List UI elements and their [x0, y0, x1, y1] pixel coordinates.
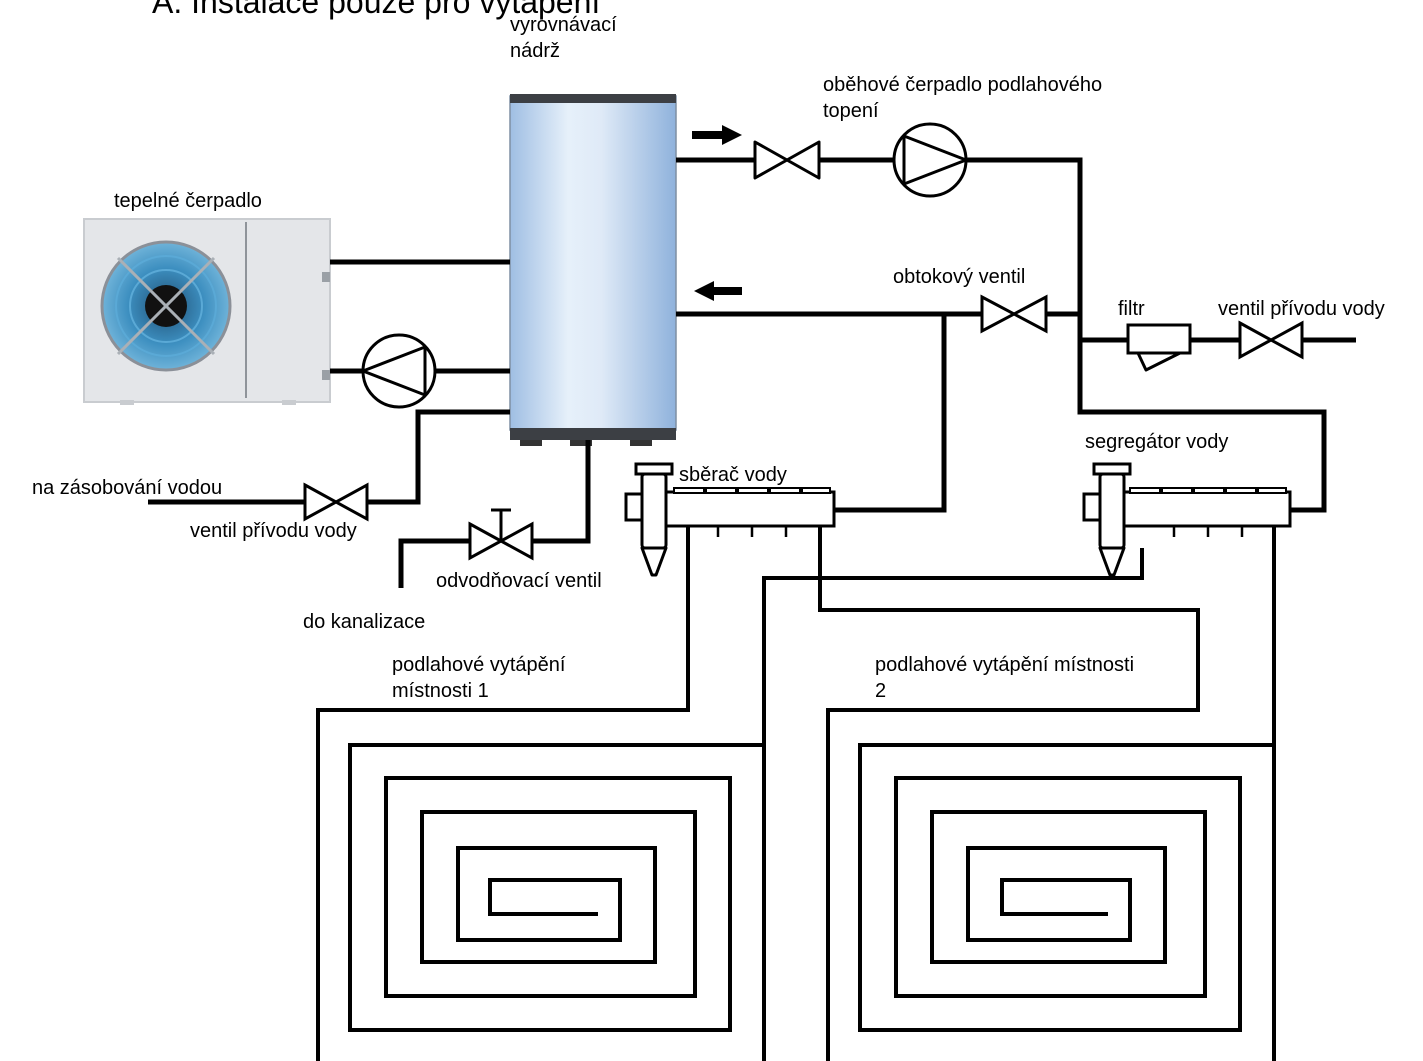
valve-icon: [753, 140, 821, 180]
flow-arrows: [692, 125, 742, 301]
collector-label: sběrač vody: [679, 464, 787, 486]
circulation-pumps: [361, 122, 968, 409]
heat-pump-label: tepelné čerpadlo: [114, 190, 262, 212]
heat-pump-unit: [83, 218, 331, 405]
segregator-manifold: [1082, 462, 1292, 577]
inlet-valve-right-icon: [1238, 320, 1304, 360]
sewer-label: do kanalizace: [303, 611, 426, 633]
inlet-valve-left-icon: [303, 482, 369, 522]
floor-loop-room1: [316, 526, 1144, 1061]
pipes: [148, 157, 1356, 588]
buffer-tank: [509, 94, 677, 446]
bypass-valve-label: obtokový ventil: [893, 266, 1026, 288]
segregator-label: segregátor vody: [1085, 431, 1229, 453]
valves: [303, 140, 1304, 561]
inlet-valve-right-label: ventil přívodu vody: [1218, 298, 1385, 320]
room1-label: podlahové vytápění místnosti 1: [392, 654, 566, 702]
filter-label: filtr: [1118, 298, 1145, 320]
tank-label: vyrovnávací nádrž: [510, 14, 617, 62]
inlet-valve-left-label: ventil přívodu vody: [190, 520, 357, 542]
drain-valve-label: odvodňovací ventil: [436, 570, 602, 592]
pump-icon: [361, 333, 437, 409]
floor-loop-room2: [818, 526, 1276, 1061]
floor-pump-label: oběhové čerpadlo podlahového topení: [823, 74, 1103, 122]
arrow-right-icon: [692, 125, 742, 145]
arrow-left-icon: [694, 281, 742, 301]
collector-manifold: [624, 462, 836, 577]
room2-label: podlahové vytápění místnosti 2: [875, 654, 1135, 702]
floor-pump-icon: [892, 122, 968, 198]
page-title: A. Instalace pouze pro vytápění: [152, 0, 601, 20]
bypass-valve-icon: [980, 294, 1048, 334]
water-supply-label: na zásobování vodou: [32, 477, 223, 499]
filter-icon: [1126, 323, 1192, 372]
drain-valve-icon: [468, 508, 534, 561]
